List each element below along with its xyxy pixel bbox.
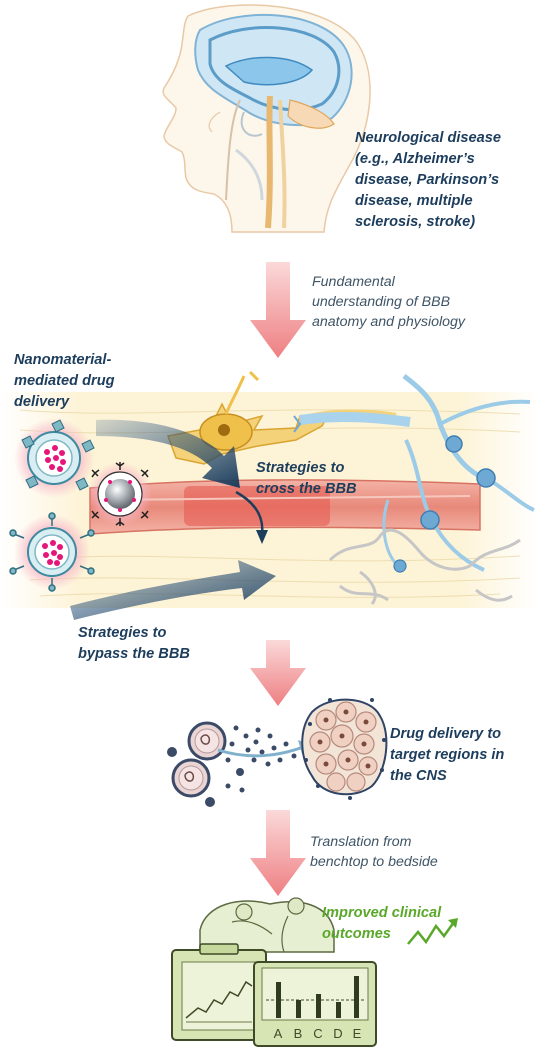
flow-arrow-3 <box>250 810 306 896</box>
label-nanomaterial-delivery: Nanomaterial- mediated drug delivery <box>14 352 115 410</box>
label-fundamental-understanding: Fundamental understanding of BBB anatomy… <box>312 274 466 330</box>
blue-neuron-network-icon <box>293 374 535 573</box>
bar-a <box>276 982 281 1018</box>
bar-letter-a: A <box>274 1026 283 1041</box>
label-strategies-cross: Strategies to cross the BBB <box>256 460 357 497</box>
zigzag-arrow-icon <box>407 918 458 945</box>
cross-bbb-arrow <box>96 419 268 544</box>
label-translation: Translation from benchtop to bedside <box>310 834 438 870</box>
bypass-bbb-arrow <box>70 560 276 620</box>
nanoparticle-icon <box>14 418 95 498</box>
bar-letter-b: B <box>294 1026 303 1041</box>
drug-delivery-particles <box>167 721 312 807</box>
bar-c <box>316 994 321 1018</box>
astrocyte-icon <box>328 528 521 605</box>
blood-vessel-icon <box>89 479 481 535</box>
clinical-monitor-icon: A B C D E <box>171 897 377 1047</box>
label-drug-delivery-cns: Drug delivery to target regions in the C… <box>390 726 505 784</box>
flow-arrow-2 <box>250 640 306 706</box>
tumor-cell-cluster-icon <box>301 698 388 800</box>
bar-d <box>336 1002 341 1018</box>
label-strategies-bypass: Strategies to bypass the BBB <box>78 625 190 662</box>
bar-e <box>354 976 359 1018</box>
flow-arrow-1 <box>250 262 306 358</box>
bar-letter-e: E <box>353 1026 362 1041</box>
label-improved-outcomes: Improved clinical outcomes <box>322 905 442 942</box>
bar-letter-d: D <box>333 1026 342 1041</box>
nanoparticle-icon <box>9 512 95 592</box>
bar-letter-c: C <box>313 1026 322 1041</box>
head-brain-illustration <box>162 4 371 233</box>
nanoparticle-icon <box>88 462 152 526</box>
bar-b <box>296 1000 301 1018</box>
label-neurological-disease: Neurological disease (e.g., Alzheimer’s … <box>355 130 501 230</box>
